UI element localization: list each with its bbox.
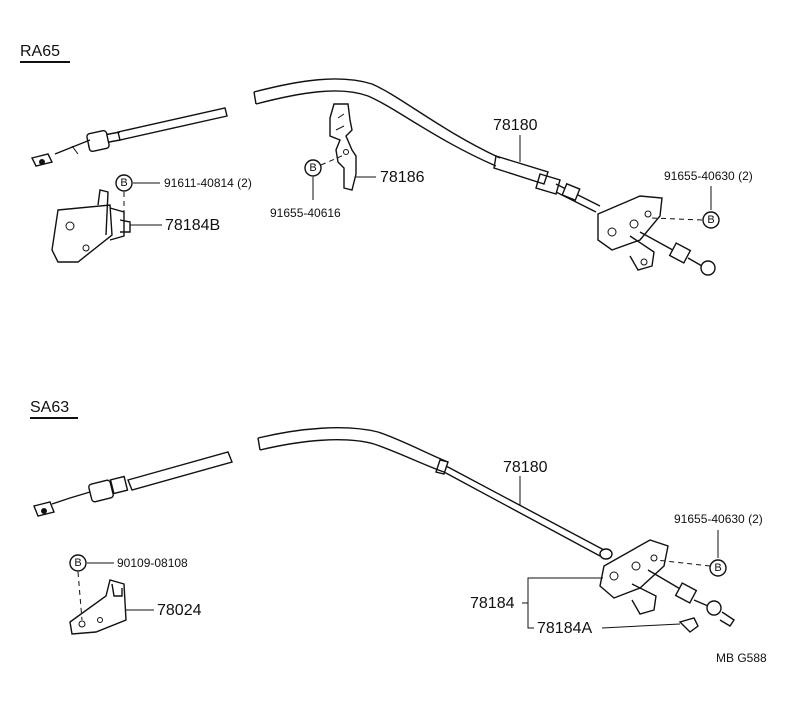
bolt-symbol-icon <box>69 554 87 572</box>
bracket-78186 <box>329 103 357 191</box>
label-bolt-left: 91611-40814 (2) <box>164 176 252 190</box>
section-title-sa63: SA63 <box>30 399 69 416</box>
label-callout-78024: 78024 <box>126 602 202 619</box>
cable-78180-bottom: 78180 <box>257 427 613 560</box>
bracket-78184b <box>51 189 131 263</box>
bolt-symbol-text: B <box>120 177 127 189</box>
section-sa63: SA63 B 90109-08108 78024 <box>30 399 767 665</box>
label-callout-78184: 78184 78184A <box>470 577 681 637</box>
label-bolt-right-bottom: 91655-40630 (2) <box>674 512 763 526</box>
bolt-symbol-text: B <box>714 562 721 574</box>
bracket-right-top <box>597 195 716 276</box>
bolt-callout-right-bottom: 91655-40630 (2) B <box>655 512 763 577</box>
footer-code: MB G588 <box>716 651 767 665</box>
cable-78180-top: 78180 <box>253 78 601 213</box>
section-title-ra65: RA65 <box>20 43 60 60</box>
bolt-callout-left-bottom: B 90109-08108 <box>69 554 188 621</box>
label-callout-78184b: 78184B <box>130 217 220 234</box>
section-ra65: RA65 B 91611-40814 (2) <box>20 43 753 276</box>
label-bolt-mid: 91655-40616 <box>270 206 341 220</box>
cable-left-end <box>30 107 228 167</box>
label-bracket-right-bottom: 78184 <box>470 595 515 612</box>
label-cable-bottom: 78180 <box>503 459 548 476</box>
bolt-symbol-icon <box>304 159 322 177</box>
cable-left-end-bottom <box>33 451 233 517</box>
label-bracket-right-a-bottom: 78184A <box>537 620 592 637</box>
bracket-right-bottom <box>599 539 735 633</box>
bolt-callout-left-top: B 91611-40814 (2) <box>115 174 252 222</box>
bolt-symbol-icon <box>709 559 727 577</box>
label-callout-78186: 78186 <box>356 169 425 186</box>
bolt-symbol-icon <box>115 174 133 192</box>
bolt-callout-right-top: 91655-40630 (2) B <box>651 169 753 229</box>
label-bracket-mid: 78186 <box>380 169 425 186</box>
label-bolt-right: 91655-40630 (2) <box>664 169 753 183</box>
bracket-78024 <box>69 579 127 635</box>
bolt-symbol-text: B <box>309 162 316 174</box>
label-bracket-left: 78184B <box>165 217 220 234</box>
label-bracket-left-bottom: 78024 <box>157 602 202 619</box>
label-cable-top: 78180 <box>493 117 538 134</box>
bolt-symbol-icon <box>702 211 720 229</box>
bolt-symbol-text: B <box>74 557 81 569</box>
bolt-symbol-text: B <box>707 214 714 226</box>
bolt-callout-mid-top: B 91655-40616 <box>270 154 345 220</box>
label-bolt-left-bottom: 90109-08108 <box>117 556 188 570</box>
